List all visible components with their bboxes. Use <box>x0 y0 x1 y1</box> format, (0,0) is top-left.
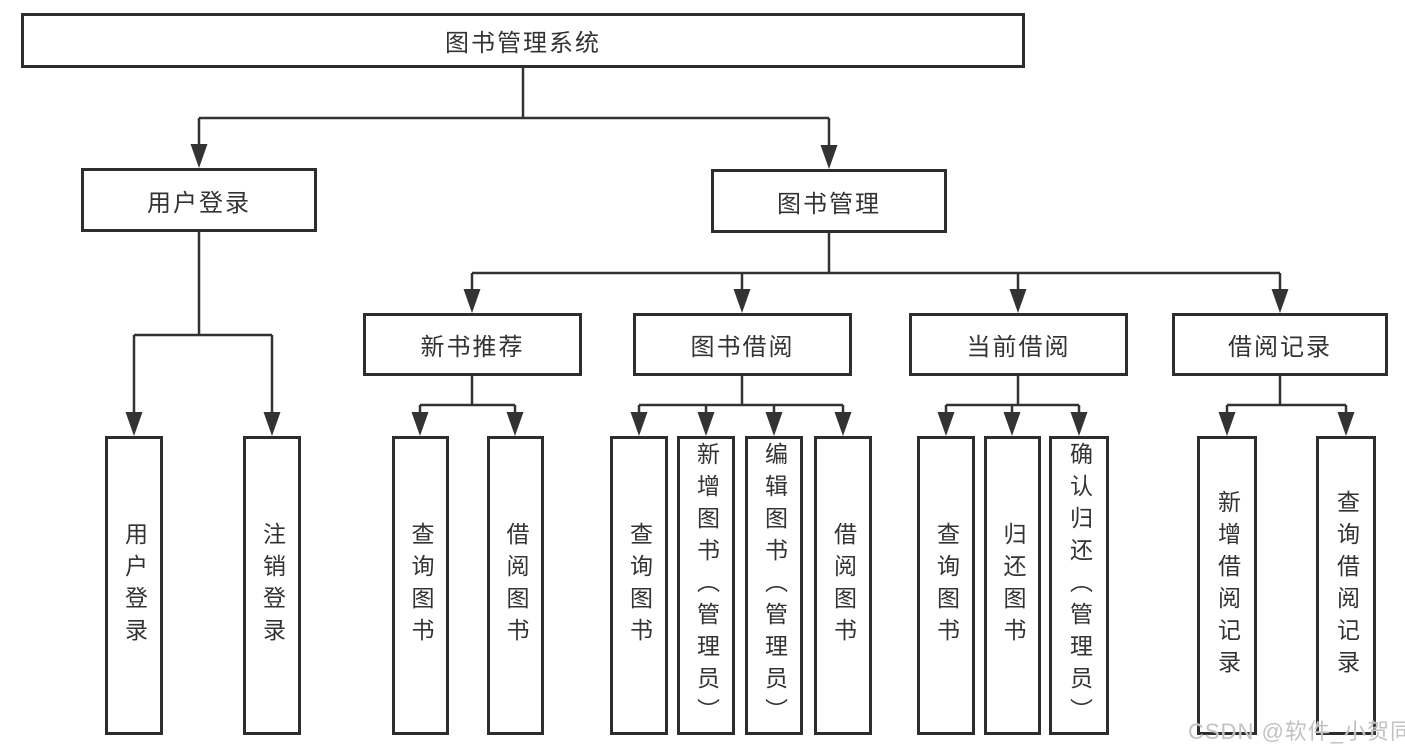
node-borrow-record: 借阅记录 <box>1172 313 1388 376</box>
leaf-logout: 注销登录 <box>243 436 301 735</box>
leaf-user-login-label: 用户登录 <box>121 521 148 650</box>
node-new-book-recommend: 新书推荐 <box>363 313 582 376</box>
leaf-br-query-record: 查询借阅记录 <box>1316 436 1376 735</box>
node-current-borrow: 当前借阅 <box>909 313 1128 376</box>
leaf-br-add-record-label: 新增借阅记录 <box>1214 489 1241 682</box>
leaf-user-login: 用户登录 <box>105 436 163 735</box>
leaf-bb-borrow-book-label: 借阅图书 <box>830 521 857 650</box>
leaf-bb-query-book: 查询图书 <box>610 436 668 735</box>
leaf-bb-query-book-label: 查询图书 <box>626 521 653 650</box>
leaf-nb-borrow-book-label: 借阅图书 <box>503 521 529 650</box>
leaf-bb-edit-book-label: 编辑图书（管理员） <box>761 441 788 730</box>
leaf-nb-query-book: 查询图书 <box>392 436 449 735</box>
leaf-bb-borrow-book: 借阅图书 <box>814 436 872 735</box>
node-user-login: 用户登录 <box>81 168 317 232</box>
leaf-cb-query-book: 查询图书 <box>917 436 975 735</box>
node-book-management: 图书管理 <box>711 169 947 233</box>
node-borrow-record-label: 借阅记录 <box>1228 334 1332 361</box>
node-book-borrow: 图书借阅 <box>633 313 852 376</box>
leaf-cb-confirm-return-label: 确认归还（管理员） <box>1066 441 1093 730</box>
node-root-label: 图书管理系统 <box>445 30 601 57</box>
leaf-cb-return-book-label: 归还图书 <box>1000 521 1026 650</box>
node-book-management-label: 图书管理 <box>777 190 881 218</box>
leaf-br-query-record-label: 查询借阅记录 <box>1333 489 1360 682</box>
csdn-watermark: CSDN @软件_小贺同学 <box>1188 719 1405 744</box>
leaf-bb-add-book-label: 新增图书（管理员） <box>693 441 720 730</box>
leaf-nb-borrow-book: 借阅图书 <box>487 436 544 735</box>
leaf-cb-confirm-return: 确认归还（管理员） <box>1049 436 1109 735</box>
leaf-logout-label: 注销登录 <box>259 521 286 650</box>
leaf-bb-add-book: 新增图书（管理员） <box>677 436 735 735</box>
leaf-br-add-record: 新增借阅记录 <box>1197 436 1257 735</box>
leaf-bb-edit-book: 编辑图书（管理员） <box>745 436 803 735</box>
leaf-nb-query-book-label: 查询图书 <box>408 521 434 650</box>
node-book-borrow-label: 图书借阅 <box>690 334 795 361</box>
leaf-cb-query-book-label: 查询图书 <box>933 521 960 650</box>
node-new-book-recommend-label: 新书推荐 <box>420 334 525 361</box>
node-root: 图书管理系统 <box>21 13 1025 68</box>
node-current-borrow-label: 当前借阅 <box>966 334 1071 361</box>
leaf-cb-return-book: 归还图书 <box>984 436 1041 735</box>
node-user-login-label: 用户登录 <box>147 189 251 217</box>
